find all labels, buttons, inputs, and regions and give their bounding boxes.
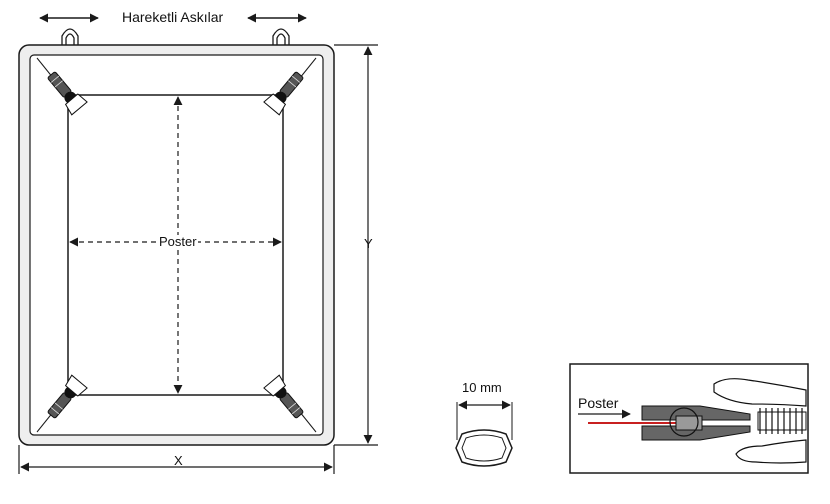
inset-poster-label: Poster <box>578 395 619 411</box>
corner-clip-top-right <box>263 57 317 116</box>
spring-icon <box>757 408 807 434</box>
hangers-label: Hareketli Askılar <box>122 9 224 25</box>
hand-icon <box>713 378 807 464</box>
clamp-icon <box>641 405 751 441</box>
poster-label: Poster <box>158 234 198 249</box>
hanger-left <box>61 28 79 50</box>
corner-clip-bottom-left <box>36 374 88 433</box>
corner-clip-bottom-right <box>263 374 317 433</box>
profile-section <box>455 400 513 467</box>
x-dimension <box>18 445 335 474</box>
y-dimension-label: Y <box>364 236 373 251</box>
inset-box <box>569 363 809 474</box>
hanger-right <box>272 28 290 50</box>
corner-clip-top-left <box>36 57 88 116</box>
x-dimension-label: X <box>174 453 183 468</box>
y-dimension <box>334 44 378 446</box>
gap-dimension-label: 10 mm <box>462 380 502 395</box>
